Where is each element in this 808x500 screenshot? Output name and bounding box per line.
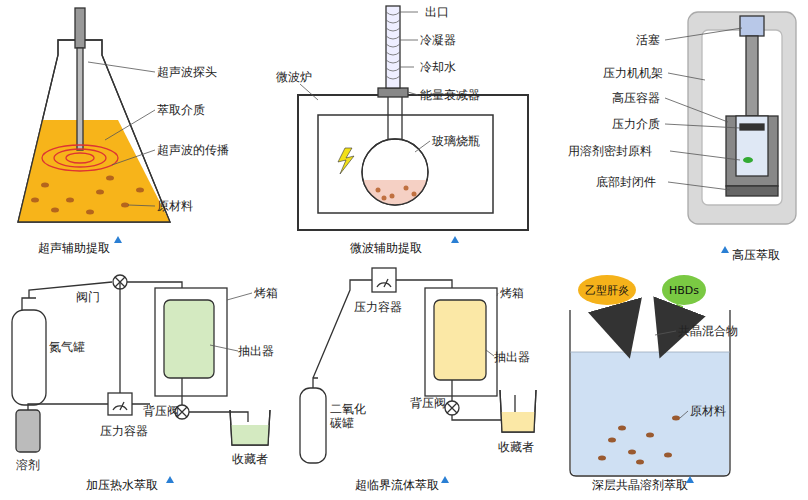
reagent-label: HBDs bbox=[669, 284, 699, 297]
part-label: 压力机机架 bbox=[603, 66, 663, 80]
part-label: 高压容器 bbox=[612, 91, 660, 105]
reagent-circle: HBDs bbox=[662, 275, 706, 305]
part-label: 微波炉 bbox=[276, 70, 312, 84]
part-label: 能量衰减器 bbox=[420, 88, 480, 102]
part-label: 溶剂 bbox=[16, 458, 40, 472]
part-label: 背压阀 bbox=[143, 404, 179, 418]
reagent-circle: 乙型肝炎 bbox=[578, 275, 636, 305]
part-label: 冷却水 bbox=[420, 60, 456, 74]
panel-caption: 高压萃取 bbox=[732, 248, 780, 262]
part-label: 原材料 bbox=[157, 199, 193, 213]
part-label: 背压阀 bbox=[410, 396, 446, 410]
part-label: 超声波探头 bbox=[157, 65, 217, 79]
part-label: 收藏者 bbox=[498, 440, 534, 454]
reagent-label: 乙型肝炎 bbox=[585, 284, 629, 297]
part-label: 原材料 bbox=[690, 404, 726, 418]
part-label: 二氧化 碳罐 bbox=[330, 402, 368, 430]
part-label: 压力介质 bbox=[612, 117, 660, 131]
part-label: 烤箱 bbox=[254, 286, 278, 300]
panel-caption: 微波辅助提取 bbox=[350, 241, 422, 255]
part-label: 收藏者 bbox=[232, 452, 268, 466]
part-label: 烤箱 bbox=[500, 286, 524, 300]
part-label: 抽出器 bbox=[238, 344, 274, 358]
part-label: 压力容器 bbox=[354, 300, 402, 314]
panel-caption: 加压热水萃取 bbox=[86, 478, 158, 492]
part-label: 氮气罐 bbox=[49, 340, 85, 354]
part-label: 抽出器 bbox=[494, 350, 530, 364]
part-label: 共晶混合物 bbox=[678, 324, 738, 338]
part-label: 活塞 bbox=[636, 33, 660, 47]
panel-caption: 深层共晶溶剂萃取 bbox=[592, 478, 688, 492]
panel-caption: 超临界流体萃取 bbox=[355, 478, 439, 492]
part-label: 萃取介质 bbox=[157, 103, 205, 117]
part-label: 阀门 bbox=[76, 290, 100, 304]
part-label: 玻璃烧瓶 bbox=[432, 134, 480, 148]
part-label: 底部封闭件 bbox=[596, 175, 656, 189]
part-label: 压力容器 bbox=[100, 424, 148, 438]
part-label: 出口 bbox=[425, 5, 449, 19]
part-label: 用溶剂密封原料 bbox=[568, 144, 652, 158]
part-label: 超声波的传播 bbox=[157, 143, 229, 157]
part-label: 冷凝器 bbox=[420, 33, 456, 47]
panel-caption: 超声辅助提取 bbox=[38, 241, 110, 255]
